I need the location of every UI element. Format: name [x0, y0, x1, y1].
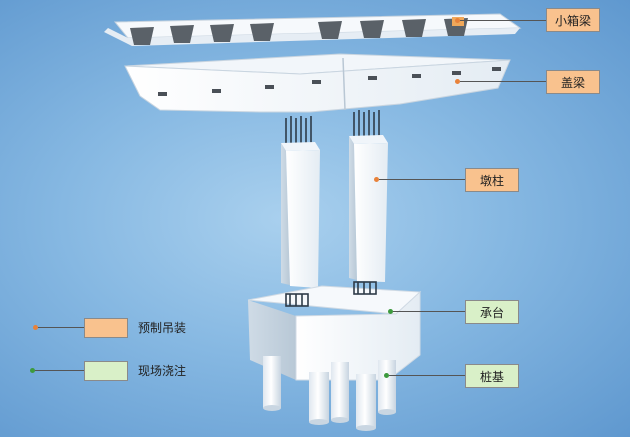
legend-cast-in-place-dot [30, 368, 35, 373]
pile [309, 372, 329, 422]
piles-group [263, 356, 396, 431]
pile [331, 362, 349, 420]
legend-precast-swatch [84, 318, 128, 338]
legend-cast-in-place-swatch [84, 361, 128, 381]
cap-beam-leader-line [460, 81, 546, 82]
pile [356, 374, 376, 428]
cap-beam-front-face [124, 59, 511, 113]
pier-columns-group [281, 110, 388, 288]
label-pile-cap: 承台 [465, 300, 519, 324]
pile-cap-pointer-dot [388, 309, 393, 314]
pile [378, 360, 396, 412]
pier-column-leader-line [379, 179, 465, 180]
box-girder-pointer-dot [455, 18, 460, 23]
box-girder-cells [130, 18, 468, 45]
legend-cast-in-place-label: 现场浇注 [138, 364, 187, 378]
cap-beam-group [124, 53, 511, 113]
legend-precast-line [38, 327, 84, 328]
pile-foundation-leader-line [389, 375, 465, 376]
label-pile-foundation: 桩基 [465, 364, 519, 388]
pile-cap-rebar [285, 281, 377, 307]
pile [263, 356, 281, 408]
legend-cast-in-place-line [35, 370, 84, 371]
pile-cap-left-face [248, 300, 296, 380]
pier-column-pointer-dot [374, 177, 379, 182]
legend-precast-label: 预制吊装 [138, 321, 187, 335]
cap-beam-pointer-dot [455, 79, 460, 84]
pile-cap-group [247, 281, 422, 381]
label-box-girder: 小箱梁 [546, 8, 600, 32]
pile-cap-front-face [295, 290, 421, 381]
pier-column-left [281, 116, 320, 288]
box-girder-group [104, 13, 522, 46]
box-girder-leader-line [460, 20, 546, 21]
pile-foundation-pointer-dot [384, 373, 389, 378]
cap-beam-bearings [158, 67, 501, 96]
label-cap-beam: 盖梁 [546, 70, 600, 94]
pile-cap-leader-line [393, 311, 465, 312]
label-pier-column: 墩柱 [465, 168, 519, 192]
pier-column-right [349, 110, 388, 282]
legend-precast-dot [33, 325, 38, 330]
